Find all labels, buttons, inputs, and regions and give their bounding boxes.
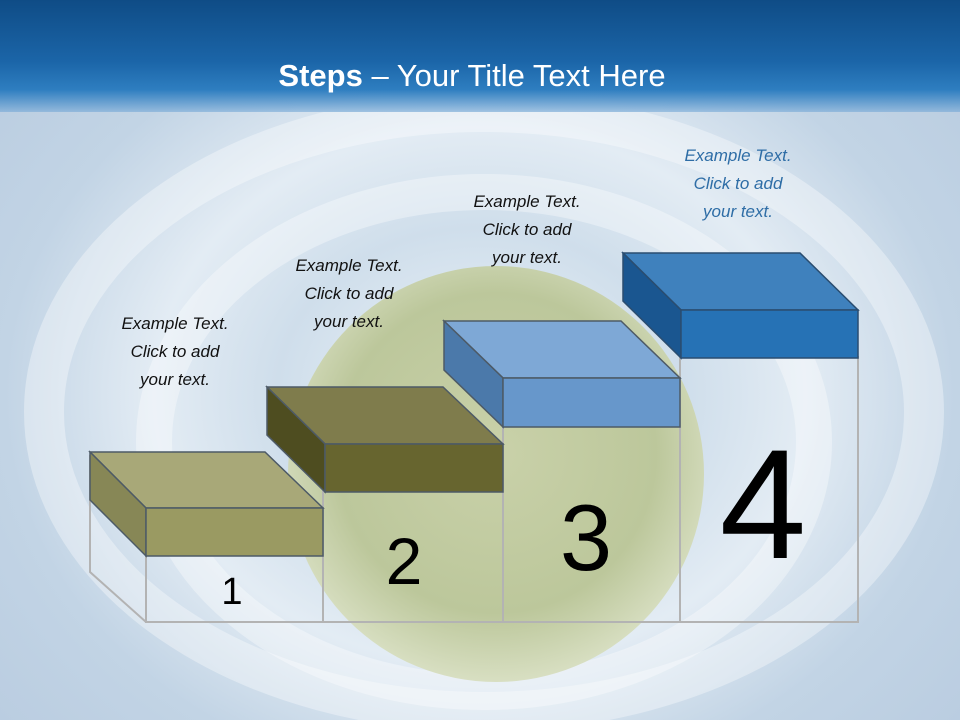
step-1-front [145,507,324,557]
step-3-number: 3 [560,485,612,590]
caption-line: Example Text. [684,146,792,165]
caption-line: Click to add [130,342,220,361]
step-1-caption[interactable]: Example Text. Click to add your text. [80,310,270,394]
caption-line: Example Text. [121,314,229,333]
step-3-caption[interactable]: Example Text. Click to add your text. [432,188,622,272]
title-bold: Steps [278,58,363,93]
step-1-number: 1 [221,571,242,613]
caption-line: Example Text. [473,192,581,211]
step-3-block[interactable] [442,319,682,429]
step-4-caption[interactable]: Example Text. Click to add your text. [643,142,833,226]
step-4-block[interactable] [621,251,860,360]
caption-line: Click to add [482,220,572,239]
step-4-front [680,309,859,359]
step-1-block[interactable] [88,450,325,558]
caption-line: your text. [492,248,562,267]
caption-line: Click to add [304,284,394,303]
title-rest: – Your Title Text Here [362,58,666,93]
caption-line: your text. [314,312,384,331]
title-bar [0,0,960,112]
slide-title[interactable]: Steps – Your Title Text Here [0,56,944,96]
step-2-front [324,443,504,493]
caption-line: your text. [703,202,773,221]
caption-line: your text. [140,370,210,389]
step-4-number: 4 [720,418,807,592]
step-3-front [502,377,681,428]
step-2-block[interactable] [265,385,505,494]
step-2-number: 2 [386,524,423,598]
caption-line: Example Text. [295,256,403,275]
caption-line: Click to add [693,174,783,193]
step-2-caption[interactable]: Example Text. Click to add your text. [254,252,444,336]
